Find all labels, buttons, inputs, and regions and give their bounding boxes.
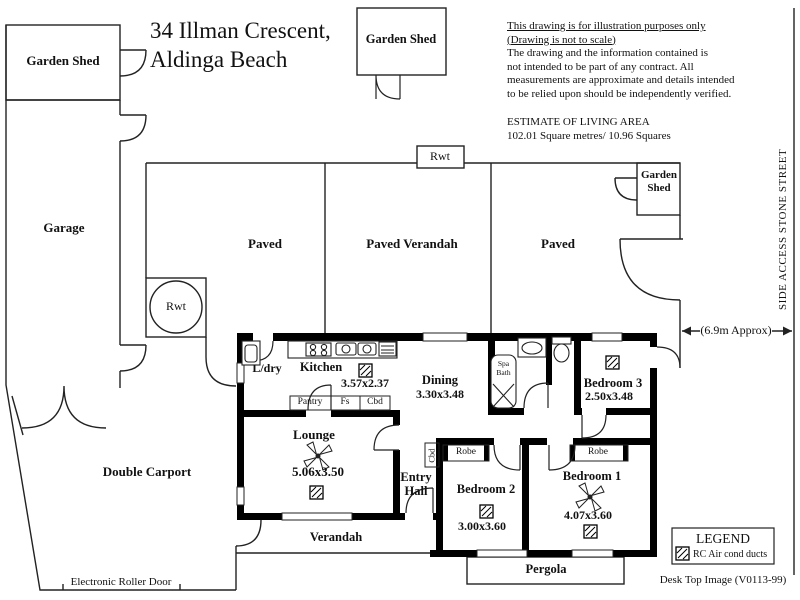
disclaimer-body-4: to be relied upon should be independentl…: [507, 87, 732, 100]
disclaimer-line-2: (Drawing is not to scale): [507, 33, 616, 46]
credit-label: Desk Top Image (V0113-99): [659, 574, 787, 586]
shed-side-line-2: Shed: [647, 181, 671, 194]
bedroom1-label: Bedroom 1: [562, 469, 622, 483]
site-boundary: [5, 7, 795, 591]
door-openings: [253, 333, 657, 520]
bathroom-fixtures: [490, 336, 572, 409]
dining-label: Dining: [421, 373, 459, 387]
legend-title: LEGEND: [696, 531, 750, 546]
disclaimer-line-1: This drawing is for illustration purpose…: [507, 20, 706, 32]
lounge-label: Lounge: [293, 427, 335, 442]
kitchen-size: 3.57x2.37: [341, 376, 389, 390]
air-duct-icon: [309, 485, 324, 500]
garage-label: Garage: [43, 220, 85, 235]
lounge-size: 5.06x3.50: [292, 464, 344, 479]
spa-line-1: Spa: [497, 359, 510, 368]
street-label: SIDE ACCESS STONE STREET: [776, 148, 789, 311]
spa-line-2: Bath: [496, 367, 511, 377]
air-duct-icon: [605, 355, 620, 370]
bedroom3-size: 2.50x3.48: [585, 389, 633, 403]
legend-duct-icon: [675, 546, 690, 561]
title-line-2: Aldinga Beach: [150, 47, 288, 72]
legend-duct-label: RC Air cond ducts: [693, 549, 768, 560]
fs-label: Fs: [340, 397, 350, 407]
paved-right-label: Paved: [541, 236, 575, 251]
disclaimer-body-3: measurements are approximate and details…: [507, 74, 735, 86]
living-area-value: 102.01 Square metres/ 10.96 Squares: [507, 129, 671, 142]
shed-top-middle-label: Garden Shed: [365, 32, 437, 46]
bedroom3-label: Bedroom 3: [583, 376, 643, 390]
entry-line-2: Hall: [404, 483, 428, 498]
shed-top-left-label: Garden Shed: [26, 53, 100, 68]
bedroom2-label: Bedroom 2: [456, 482, 516, 496]
bedroom2-size: 3.00x3.60: [458, 519, 506, 533]
robe-bedroom2-label: Robe: [455, 447, 477, 457]
rwt-tank-top-label: Rwt: [429, 149, 451, 163]
air-duct-icon: [583, 524, 598, 539]
cbd-entry-label: Cbd: [426, 448, 437, 463]
disclaimer-body-1: The drawing and the information containe…: [507, 47, 708, 59]
bedroom1-size: 4.07x3.60: [564, 508, 612, 522]
kitchen-label: Kitchen: [299, 360, 343, 374]
laundry-trough: [241, 340, 261, 366]
living-area-heading: ESTIMATE OF LIVING AREA: [507, 116, 650, 128]
door-swings: [252, 340, 681, 514]
roller-door-label: Electronic Roller Door: [70, 576, 172, 588]
rwt-tank-side-label: Rwt: [165, 299, 187, 313]
air-duct-icon: [479, 504, 494, 519]
entry-line-1: Entry: [400, 470, 432, 484]
windows: [236, 332, 623, 558]
shed-side-line-1: Garden: [640, 169, 678, 181]
kitchen-fixtures: [287, 340, 398, 359]
robe-bedroom1-label: Robe: [587, 447, 609, 457]
storage-boxes: [289, 395, 629, 468]
dimension-arrowheads: [682, 326, 792, 336]
laundry-label: L/dry: [252, 361, 282, 375]
pantry-label: Pantry: [297, 397, 323, 407]
entry-hall-label: Entry Hall: [400, 470, 432, 498]
ceiling-fan-icon: [575, 482, 605, 512]
verandah-label: Verandah: [309, 530, 363, 544]
paved-verandah-label: Paved Verandah: [366, 236, 458, 251]
page-title: 34 Illman Crescent, Aldinga Beach: [150, 16, 331, 74]
dining-size: 3.30x3.48: [416, 387, 464, 401]
carport-label: Double Carport: [102, 464, 192, 479]
title-line-1: 34 Illman Crescent,: [150, 18, 331, 43]
side-width-label: (6.9m Approx): [700, 323, 772, 337]
cbd-label: Cbd: [367, 397, 383, 407]
spa-bath-label: Spa Bath: [496, 359, 511, 377]
pergola-label: Pergola: [525, 562, 567, 576]
disclaimer-block: This drawing is for illustration purpose…: [507, 20, 735, 143]
shed-side-label: Garden Shed: [641, 169, 677, 194]
disclaimer-body-2: not intended to be part of any contract.…: [507, 60, 694, 73]
paved-left-label: Paved: [248, 236, 282, 251]
